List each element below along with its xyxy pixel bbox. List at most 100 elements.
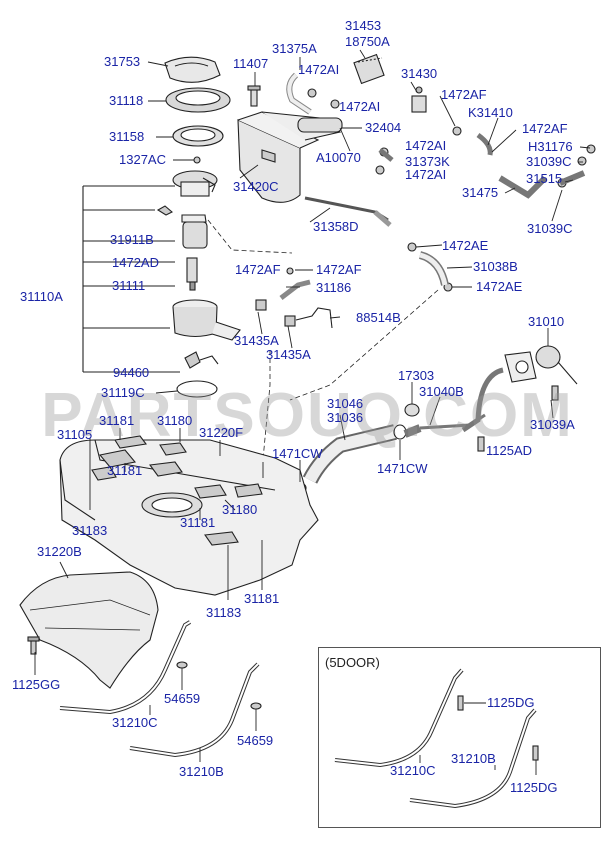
part-1125GG[interactable]: 1125GG [12,677,61,692]
inset-strap-31210C [334,668,464,768]
inset-part-1125DG-a[interactable]: 1125DG [487,695,535,710]
part-31420C[interactable]: 31420C [233,179,279,194]
part-31210C[interactable]: 31210C [112,715,158,730]
bolt-1125GG [27,636,40,655]
part-31039C-b[interactable]: 31039C [527,221,573,236]
vent-valve [353,53,385,85]
part-1472AF-c[interactable]: 1472AF [235,262,281,277]
part-31181-lower[interactable]: 31181 [244,591,280,606]
part-1125AD[interactable]: 1125AD [486,443,533,458]
part-31183-left[interactable]: 31183 [72,523,108,538]
part-31358D[interactable]: 31358D [313,219,359,234]
part-31375A[interactable]: 31375A [272,41,317,56]
part-1472AF-d[interactable]: 1472AF [316,262,362,277]
part-31183-lower[interactable]: 31183 [206,605,242,620]
lock-ring [165,87,231,113]
part-31040B[interactable]: 31040B [419,384,464,399]
packing-ring [176,380,218,398]
pump-flange [172,170,218,197]
inset-bolts-1125DG [457,695,539,761]
part-88514B[interactable]: 88514B [356,310,401,325]
part-1471CW-b[interactable]: 1471CW [377,461,428,476]
fuel-filter [181,214,208,249]
part-1472AI-c[interactable]: 1472AI [405,138,447,153]
inset-part-31210C[interactable]: 31210C [390,763,436,778]
part-54659-b[interactable]: 54659 [237,733,274,748]
part-31039A[interactable]: 31039A [530,417,575,432]
part-31158[interactable]: 31158 [109,129,145,144]
gasket-ring [172,125,224,147]
part-31111[interactable]: 31111 [112,278,146,293]
part-31453[interactable]: 31453 [345,18,382,33]
part-31911B[interactable]: 31911B [110,232,154,247]
part-31038B[interactable]: 31038B [473,259,518,274]
part-1472AD[interactable]: 1472AD [112,255,159,270]
check-valve-31430 [411,86,427,113]
part-31180-lower[interactable]: 31180 [222,502,258,517]
part-31430[interactable]: 31430 [401,66,438,81]
part-31220B[interactable]: 31220B [37,544,82,559]
assembly-bracket [82,185,180,373]
part-1472AF-a[interactable]: 1472AF [441,87,487,102]
canister-bracket [261,111,343,141]
vapor-hoses-right [378,132,586,199]
connector-31435 [255,299,333,329]
part-54659-a[interactable]: 54659 [164,691,201,706]
part-31036[interactable]: 31036 [327,410,364,425]
part-1472AI-b[interactable]: 1472AI [339,99,381,114]
part-31220F[interactable]: 31220F [199,425,244,440]
part-31039C-a[interactable]: 31039C [526,154,572,169]
hose-31038B [418,251,449,286]
part-31180-upper[interactable]: 31180 [157,413,193,428]
part-31475[interactable]: 31475 [462,185,499,200]
part-31181-upper[interactable]: 31181 [99,413,135,428]
part-31753[interactable]: 31753 [104,54,141,69]
filler-pipe [419,367,504,433]
part-31046[interactable]: 31046 [327,396,364,411]
part-1472AI-d[interactable]: 1472AI [405,167,447,182]
part-A10070[interactable]: A10070 [316,150,361,165]
part-K31410[interactable]: K31410 [468,105,513,120]
part-1472AI-a[interactable]: 1472AI [298,62,340,77]
part-31515[interactable]: 31515 [526,171,563,186]
part-1472AE-a[interactable]: 1472AE [442,238,489,253]
part-31119C[interactable]: 31119C [101,385,145,400]
part-1471CW-a[interactable]: 1471CW [272,446,323,461]
part-18750A[interactable]: 18750A [345,34,390,49]
part-31435A-a[interactable]: 31435A [234,333,279,348]
filler-housing [504,351,537,383]
part-32404[interactable]: 32404 [365,120,402,135]
part-1472AF-b[interactable]: 1472AF [522,121,568,136]
part-31373K[interactable]: 31373K [405,154,450,169]
part-31210B[interactable]: 31210B [179,764,224,779]
pump-reservoir [172,299,241,341]
filler-cap [535,345,578,385]
leader-lines-tank [89,428,264,600]
part-31181-mid[interactable]: 31181 [107,463,143,478]
part-31186[interactable]: 31186 [316,280,352,295]
inset-part-1125DG-b[interactable]: 1125DG [510,780,558,795]
part-31010[interactable]: 31010 [528,314,565,329]
part-1327AC[interactable]: 1327AC [119,152,166,167]
vapor-hose-31375 [286,72,312,115]
part-H31176[interactable]: H31176 [528,139,573,154]
part-17303[interactable]: 17303 [398,368,435,383]
plate-screw [193,156,201,164]
strap-leaders [34,561,257,762]
inset-part-31210B[interactable]: 31210B [451,751,496,766]
part-1472AE-b[interactable]: 1472AE [476,279,523,294]
part-11407[interactable]: 11407 [233,56,269,71]
part-31435A-b[interactable]: 31435A [266,347,311,362]
part-31105[interactable]: 31105 [57,427,93,442]
part-31110A[interactable]: 31110A [20,289,63,304]
part-31181-center[interactable]: 31181 [180,515,216,530]
filler-hose-31036 [302,424,397,484]
leader-lines-right [239,49,591,482]
filler-tube-31040B [403,424,422,438]
pipe-31186 [279,279,311,300]
part-31118[interactable]: 31118 [109,93,144,108]
leader-lines-left [147,61,194,394]
part-94460[interactable]: 94460 [113,365,150,380]
heat-shield [19,571,159,689]
